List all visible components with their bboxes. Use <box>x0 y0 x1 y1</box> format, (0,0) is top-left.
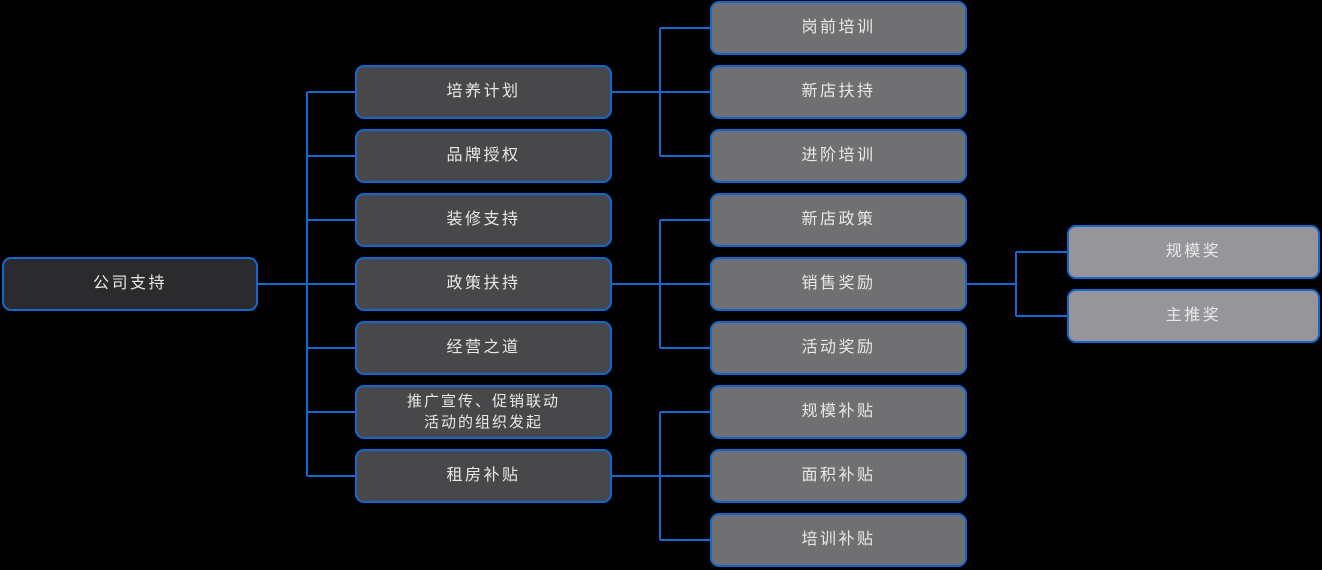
node-sales-incentive[interactable]: 销售奖励 <box>710 257 967 311</box>
connector-sales-incentive-children <box>967 251 1067 317</box>
node-training-plan[interactable]: 培养计划 <box>355 65 612 119</box>
connector-training-plan-children <box>612 27 710 157</box>
node-decoration-support[interactable]: 装修支持 <box>355 193 612 247</box>
node-prejob-training[interactable]: 岗前培训 <box>710 1 967 55</box>
node-advanced-training[interactable]: 进阶培训 <box>710 129 967 183</box>
node-company-support[interactable]: 公司支持 <box>2 257 258 311</box>
node-promotion-organization[interactable]: 推广宣传、促销联动 活动的组织发起 <box>355 385 612 439</box>
connector-policy-support-children <box>612 219 710 349</box>
node-training-subsidy[interactable]: 培训补贴 <box>710 513 967 567</box>
node-activity-incentive[interactable]: 活动奖励 <box>710 321 967 375</box>
node-scale-award[interactable]: 规模奖 <box>1067 225 1320 279</box>
connector-root-to-level2 <box>258 91 355 477</box>
node-policy-support[interactable]: 政策扶持 <box>355 257 612 311</box>
node-business-way[interactable]: 经营之道 <box>355 321 612 375</box>
node-new-store-support[interactable]: 新店扶持 <box>710 65 967 119</box>
node-rent-subsidy[interactable]: 租房补贴 <box>355 449 612 503</box>
connector-rent-subsidy-children <box>612 411 710 541</box>
node-scale-subsidy[interactable]: 规模补贴 <box>710 385 967 439</box>
node-area-subsidy[interactable]: 面积补贴 <box>710 449 967 503</box>
node-main-push-award[interactable]: 主推奖 <box>1067 289 1320 343</box>
node-new-store-policy[interactable]: 新店政策 <box>710 193 967 247</box>
node-brand-authorization[interactable]: 品牌授权 <box>355 129 612 183</box>
